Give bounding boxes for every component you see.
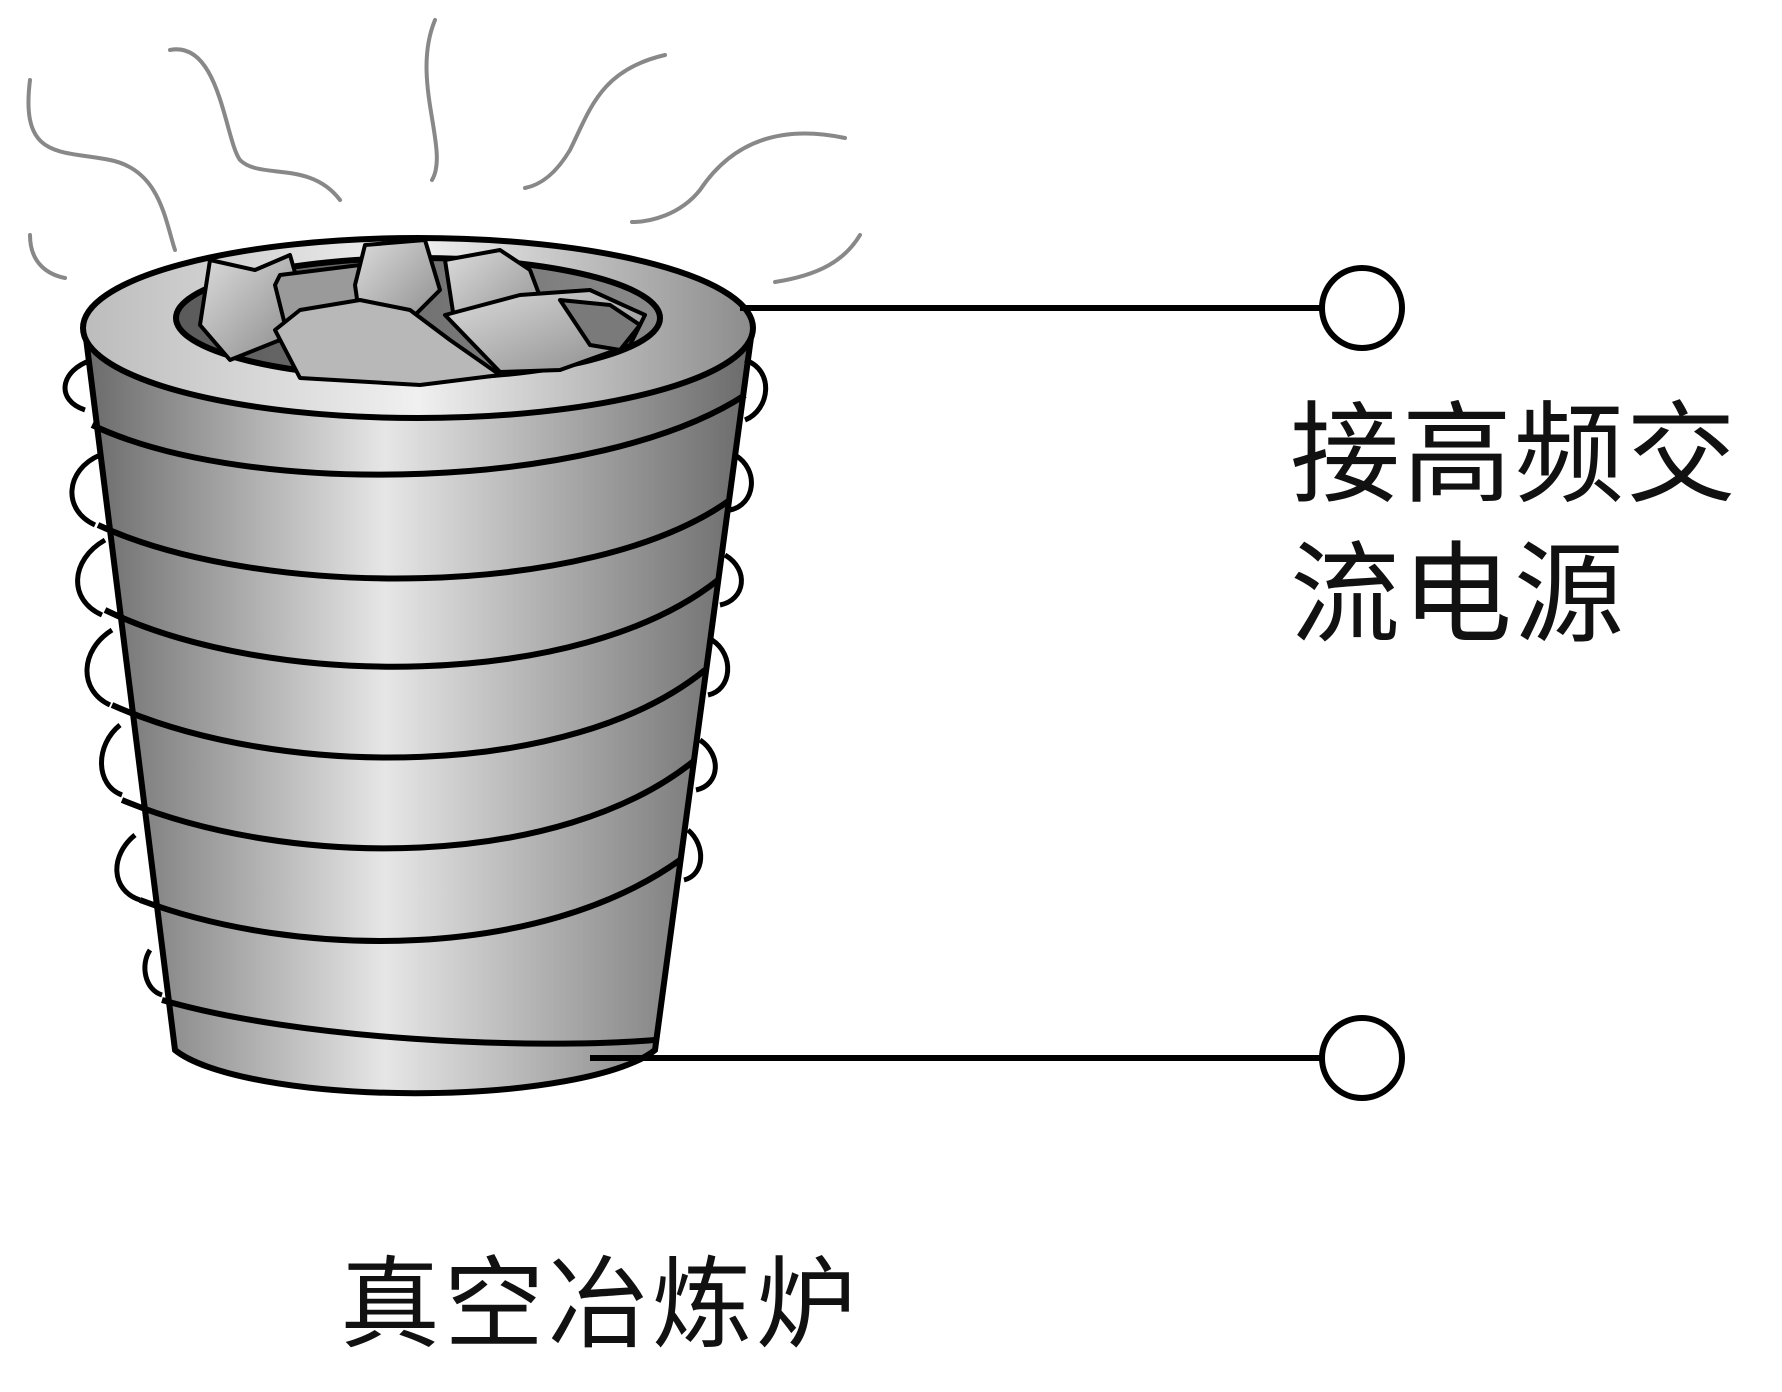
power-source-label-line1: 接高频交 bbox=[1290, 391, 1738, 519]
steam-line bbox=[168, 47, 342, 202]
coil-turn bbox=[103, 577, 720, 670]
induction-coil-right bbox=[683, 357, 769, 883]
induction-coil-back bbox=[62, 357, 164, 998]
steam-line bbox=[26, 78, 177, 252]
coil-turn bbox=[161, 997, 656, 1047]
induction-coil bbox=[90, 392, 747, 1047]
coil-turn bbox=[138, 857, 682, 944]
coil-turn bbox=[120, 757, 697, 852]
terminals bbox=[1319, 265, 1405, 1101]
metal-chunk bbox=[558, 298, 642, 352]
steam-line bbox=[424, 18, 439, 182]
steam-line bbox=[630, 131, 847, 224]
top-terminal bbox=[1319, 265, 1405, 351]
power-leads bbox=[590, 305, 1320, 1061]
crucible-body bbox=[81, 327, 756, 1097]
power-source-label-line2: 流电源 bbox=[1290, 531, 1626, 659]
bottom-terminal bbox=[1319, 1015, 1405, 1101]
coil-turn bbox=[96, 497, 732, 582]
metal-chunks bbox=[198, 238, 647, 387]
coil-turn bbox=[110, 667, 707, 761]
steam-line bbox=[773, 233, 862, 284]
steam-line bbox=[523, 53, 667, 190]
steam-line bbox=[28, 233, 67, 280]
diagram-caption: 真空冶炼炉 bbox=[340, 1246, 860, 1363]
coil-turn bbox=[90, 392, 747, 478]
steam-lines bbox=[26, 18, 862, 284]
metal-chunk bbox=[273, 298, 502, 387]
